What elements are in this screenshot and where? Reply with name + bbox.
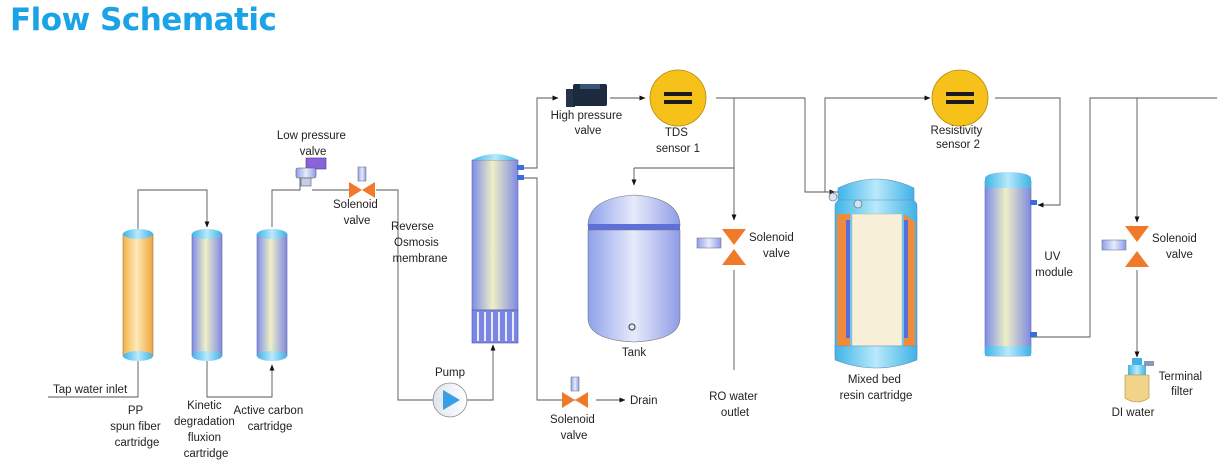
active-carbon-cartridge: [256, 229, 288, 361]
label-active-carbon: Active carbon cartridge: [234, 405, 307, 433]
label-kinetic-cartridge: Kinetic degradation fluxion cartridge: [174, 400, 238, 460]
label-ro-membrane: Reverse Osmosis membrane: [391, 221, 448, 265]
solenoid-valve-3: [696, 229, 746, 265]
label-tds-sensor: TDS sensor 1: [656, 127, 700, 155]
label-mixed-bed: Mixed bed resin cartridge: [840, 374, 913, 402]
solenoid-valve-1: [349, 166, 375, 198]
label-drain: Drain: [630, 395, 657, 407]
label-resistivity-sensor: Resistivity sensor 2: [931, 125, 986, 151]
label-solenoid-valve-3: Solenoid valve: [749, 232, 797, 260]
label-di-water: DI water: [1112, 407, 1155, 419]
label-tank: Tank: [622, 347, 647, 359]
label-terminal-filter: Terminal filter: [1159, 371, 1206, 398]
label-pp-cartridge: PP spun fiber cartridge: [110, 405, 164, 449]
resistivity-sensor: [931, 69, 989, 127]
pump: [432, 382, 468, 418]
tds-sensor: [649, 69, 707, 127]
flow-lines: [48, 95, 1217, 403]
label-pump: Pump: [435, 367, 465, 379]
kinetic-cartridge: [191, 229, 223, 361]
label-low-pressure-valve: Low pressure valve: [277, 130, 349, 158]
uv-module: [984, 172, 1037, 357]
ro-membrane: [471, 154, 524, 344]
page-title: Flow Schematic: [10, 2, 277, 38]
label-high-pressure-valve: High pressure valve: [551, 110, 626, 137]
pp-cartridge: [122, 229, 154, 361]
label-tap-inlet: Tap water inlet: [53, 384, 128, 396]
tank: [587, 194, 681, 343]
high-pressure-valve: [566, 84, 607, 107]
label-uv-module: UV module: [1035, 251, 1073, 279]
label-solenoid-valve-4: Solenoid valve: [1152, 233, 1200, 261]
label-solenoid-valve-1: Solenoid valve: [333, 199, 381, 227]
terminal-filter: [1124, 358, 1154, 403]
label-ro-outlet: RO water outlet: [709, 391, 761, 419]
solenoid-valve-4: [1101, 226, 1149, 267]
mixed-bed-cartridge: [828, 178, 918, 369]
label-solenoid-valve-2: Solenoid valve: [550, 414, 598, 442]
low-pressure-valve: [295, 157, 327, 187]
solenoid-valve-2: [562, 376, 588, 408]
